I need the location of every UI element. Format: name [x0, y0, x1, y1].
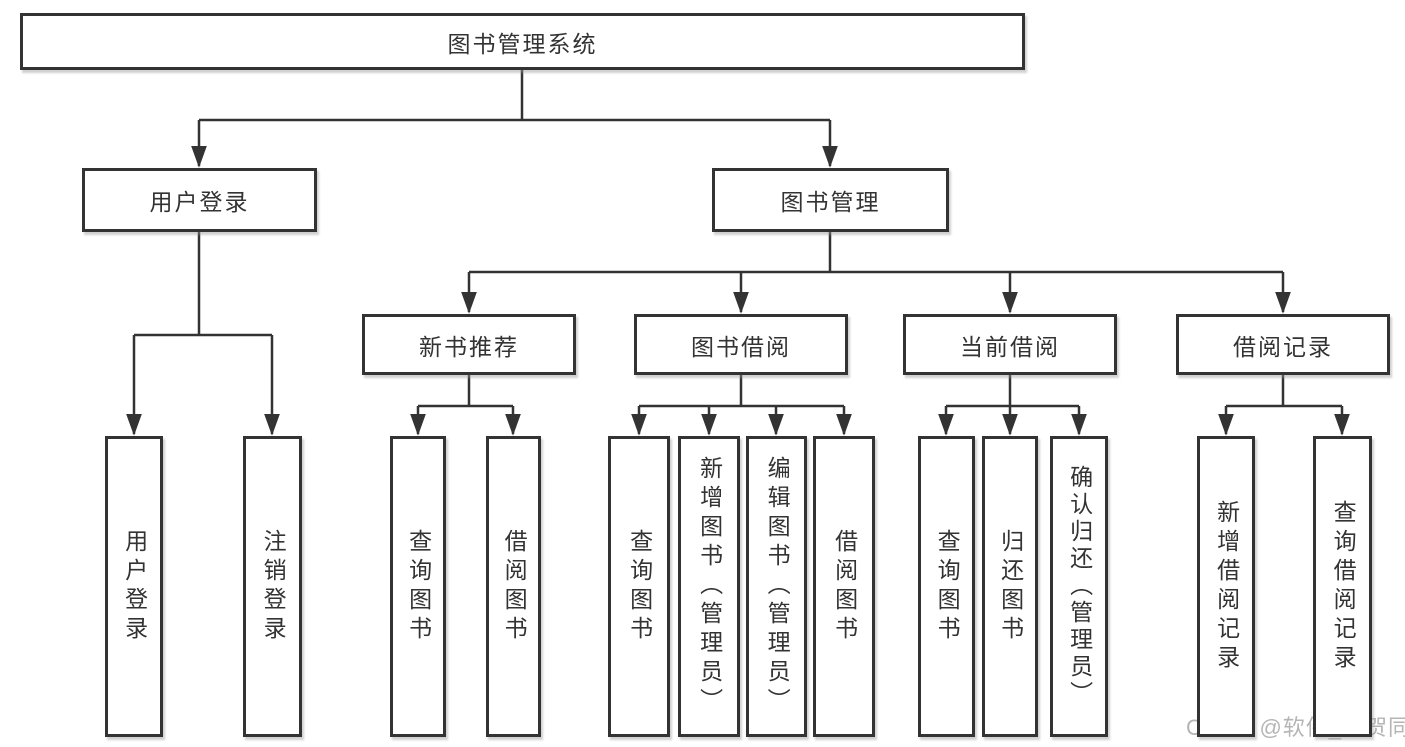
leaf-logout: 注销登录	[243, 436, 302, 737]
leaf-current-confirm-return-admin: 确认归还（管理员）	[1050, 436, 1108, 737]
leaf-borrow-query-books: 查询图书	[608, 436, 670, 737]
node-label: 当前借阅	[960, 333, 1060, 360]
node-user-login: 用户登录	[82, 168, 317, 232]
leaf-borrow-add-books-admin: 新增图书（管理员）	[678, 436, 740, 737]
leaf-borrow-borrow-books: 借阅图书	[813, 436, 875, 737]
leaf-label: 新增图书（管理员）	[696, 456, 723, 717]
node-label: 图书管理系统	[447, 30, 598, 57]
leaf-label: 归还图书	[997, 528, 1024, 645]
leaf-label: 借阅图书	[501, 528, 528, 645]
leaf-borrow-edit-books-admin: 编辑图书（管理员）	[746, 436, 807, 737]
leaf-label: 确认归还（管理员）	[1066, 465, 1093, 708]
node-label: 借阅记录	[1233, 333, 1333, 360]
node-library-management-system: 图书管理系统	[20, 13, 1025, 70]
node-current-borrowing: 当前借阅	[903, 314, 1117, 375]
leaf-records-query-record: 查询借阅记录	[1313, 436, 1372, 737]
leaf-label: 查询图书	[405, 528, 432, 645]
leaf-label: 注销登录	[260, 528, 287, 645]
node-label: 新书推荐	[419, 333, 519, 360]
node-new-book-recommendation: 新书推荐	[362, 314, 576, 375]
node-label: 图书管理	[780, 189, 881, 215]
node-book-borrowing: 图书借阅	[634, 314, 848, 375]
leaf-current-return-books: 归还图书	[982, 436, 1038, 737]
node-label: 用户登录	[149, 189, 250, 215]
leaf-label: 查询图书	[626, 528, 653, 645]
leaf-label: 查询借阅记录	[1330, 499, 1357, 674]
leaf-label: 新增借阅记录	[1213, 499, 1240, 674]
leaf-recommend-borrow-books: 借阅图书	[486, 436, 541, 737]
leaf-records-add-record: 新增借阅记录	[1197, 436, 1255, 737]
leaf-label: 查询图书	[934, 528, 961, 645]
leaf-label: 借阅图书	[831, 528, 858, 645]
leaf-recommend-query-books: 查询图书	[390, 436, 446, 737]
leaf-label: 用户登录	[121, 528, 148, 645]
node-label: 图书借阅	[691, 333, 791, 360]
leaf-current-query-books: 查询图书	[918, 436, 975, 737]
node-borrowing-records: 借阅记录	[1176, 314, 1390, 375]
node-book-management: 图书管理	[712, 168, 949, 232]
leaf-label: 编辑图书（管理员）	[764, 456, 791, 717]
leaf-user-login: 用户登录	[105, 436, 163, 737]
